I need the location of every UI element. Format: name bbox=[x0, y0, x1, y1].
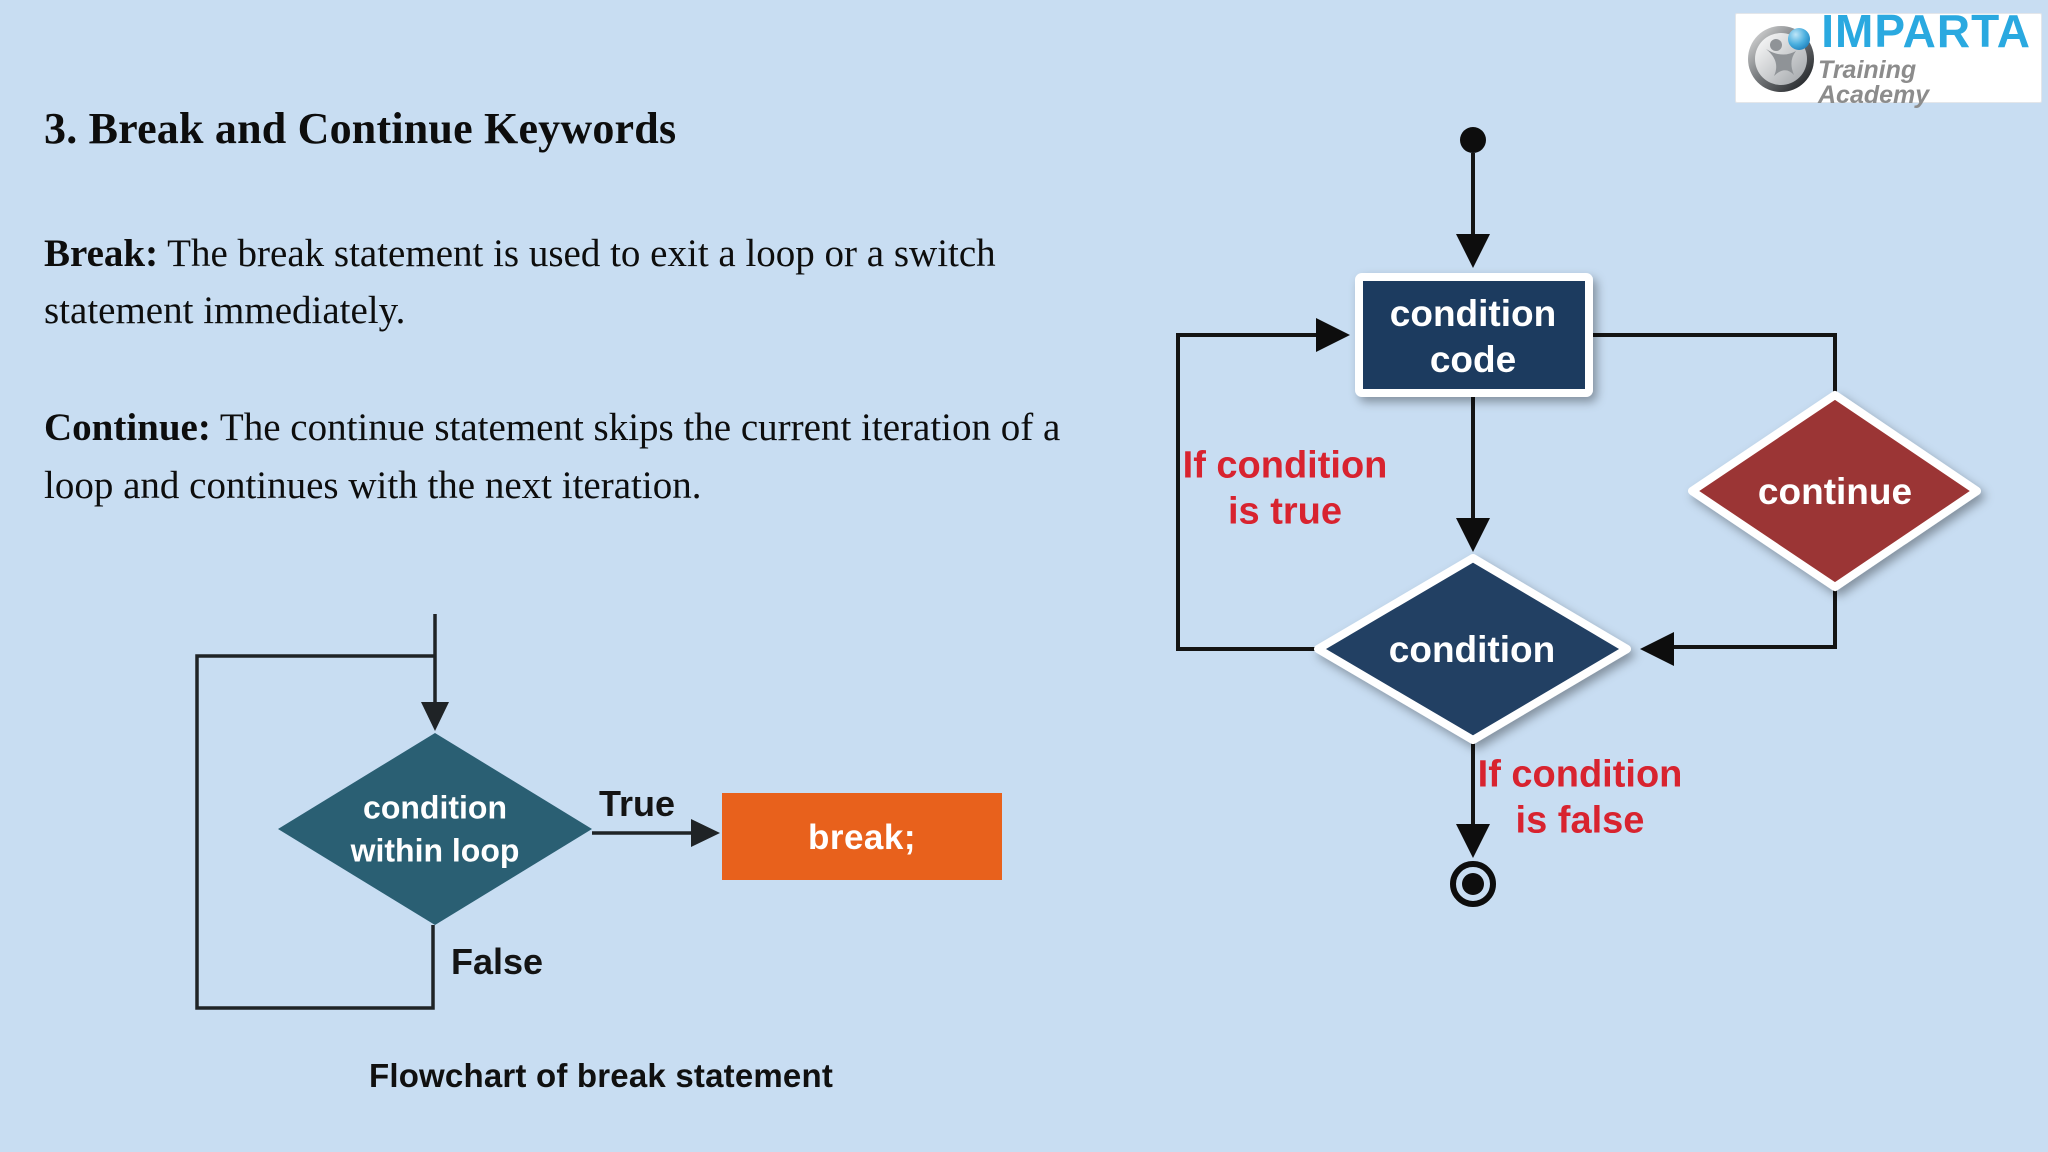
condition-code-label-line1: condition bbox=[1389, 292, 1557, 334]
brand-tagline: Training Academy bbox=[1818, 56, 1930, 109]
true-loop-arrowhead-icon bbox=[1316, 318, 1350, 352]
page-title: 3. Break and Continue Keywords bbox=[44, 104, 677, 153]
false-edge-label: False bbox=[450, 941, 544, 982]
continue-paragraph: Continue: The continue statement skips t… bbox=[44, 399, 1074, 514]
condition-false-note-line2: is false bbox=[1515, 799, 1645, 841]
condition-false-note-line1: If condition bbox=[1477, 753, 1683, 796]
end-arrowhead-icon bbox=[1456, 824, 1490, 858]
break-decision-label: condition within loop bbox=[351, 786, 520, 871]
break-term: Break: bbox=[44, 231, 159, 275]
continue-diamond-label: continue bbox=[1757, 471, 1913, 512]
end-node-core-icon bbox=[1462, 873, 1484, 895]
condition-diamond-label: condition bbox=[1388, 629, 1556, 670]
condition-false-note: If condition is false bbox=[1478, 752, 1683, 843]
start-node-icon bbox=[1460, 127, 1486, 153]
continue-diamond bbox=[1688, 391, 1981, 591]
break-decision-diamond bbox=[278, 733, 592, 925]
condition-code-box bbox=[1355, 273, 1593, 397]
imparta-logo-icon bbox=[1748, 26, 1814, 92]
continue-definition: The continue statement skips the current… bbox=[44, 406, 1061, 507]
condition-code-label-line2: code bbox=[1429, 339, 1517, 380]
brand-name: IMPARTA bbox=[1821, 5, 2031, 57]
continue-term: Continue: bbox=[44, 406, 211, 450]
break-flowchart bbox=[195, 614, 1002, 1010]
break-chart-caption: Flowchart of break statement bbox=[368, 1057, 834, 1094]
condition-true-note: If condition is true bbox=[1183, 443, 1388, 534]
continue-loop-arrowhead-icon bbox=[1640, 632, 1674, 666]
decision-entry-arrowhead-icon bbox=[1456, 518, 1490, 552]
break-paragraph: Break: The break statement is used to ex… bbox=[44, 225, 1074, 340]
break-decision-label-line1: condition bbox=[363, 789, 507, 826]
condition-diamond bbox=[1314, 554, 1631, 744]
imparta-logo: IMPARTA Training Academy bbox=[1735, 8, 2042, 108]
break-entry-arrowhead-icon bbox=[421, 702, 449, 731]
condition-true-note-line1: If condition bbox=[1182, 444, 1388, 487]
start-arrowhead-icon bbox=[1456, 234, 1490, 268]
break-action-box bbox=[722, 793, 1002, 880]
condition-code-label: condition code bbox=[1390, 291, 1556, 384]
continue-flowchart bbox=[1176, 127, 1981, 907]
break-action-label: break; bbox=[807, 818, 917, 857]
true-loop-edge bbox=[1176, 333, 1318, 651]
condition-true-note-line2: is true bbox=[1227, 490, 1343, 532]
end-node-icon bbox=[1450, 861, 1496, 907]
break-decision-label-line2: within loop bbox=[350, 832, 520, 868]
true-edge-label: True bbox=[598, 783, 676, 824]
break-definition: The break statement is used to exit a lo… bbox=[44, 231, 996, 332]
imparta-logo-text: IMPARTA Training Academy bbox=[1818, 8, 2041, 108]
break-true-arrowhead-icon bbox=[691, 819, 720, 847]
text-column: 3. Break and Continue Keywords Break: Th… bbox=[44, 104, 1074, 574]
break-loop-edge bbox=[195, 654, 435, 1010]
